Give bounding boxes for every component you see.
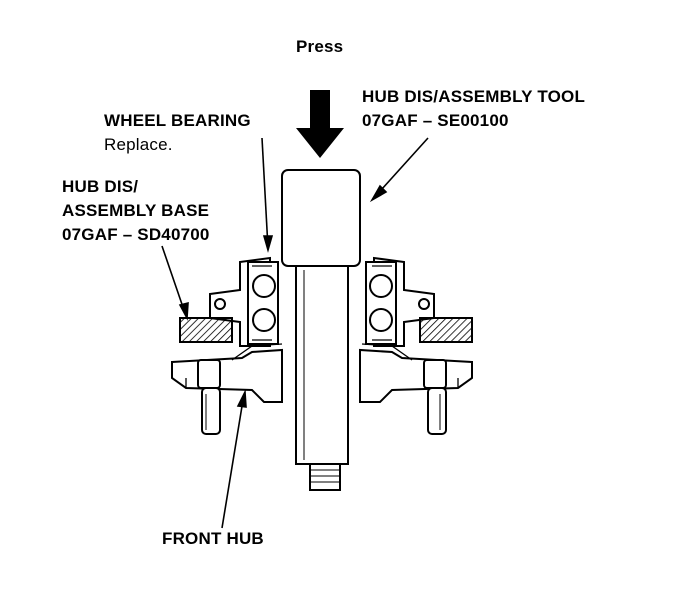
wheel-bearing: [247, 261, 397, 345]
base-name-label-line2: ASSEMBLY BASE: [62, 201, 210, 220]
base-part-number: 07GAF – SD40700: [62, 225, 210, 244]
hub-bolt-left: [197, 359, 221, 435]
leader-lines: [161, 137, 429, 529]
tool-name-label: HUB DIS/ASSEMBLY TOOL: [362, 87, 586, 106]
press-arrow: [296, 90, 344, 158]
bearing-name-label: WHEEL BEARING: [104, 111, 251, 130]
assembly-base: [179, 317, 473, 343]
hub-bolt-right: [423, 359, 447, 435]
tool-part-number: 07GAF – SE00100: [362, 111, 509, 130]
base-name-label-line1: HUB DIS/: [62, 177, 139, 196]
press-tool: [281, 169, 361, 491]
bearing-note: Replace.: [104, 135, 173, 154]
front-hub-label: FRONT HUB: [162, 529, 264, 548]
press-label: Press: [296, 37, 344, 56]
